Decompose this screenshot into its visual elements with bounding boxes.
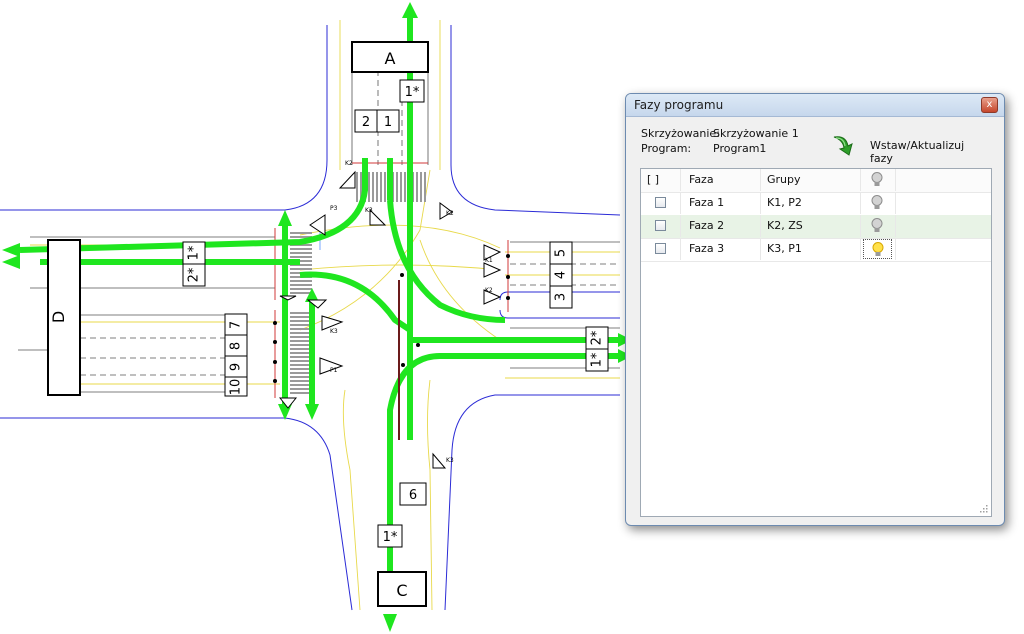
- close-button[interactable]: x: [981, 97, 998, 113]
- signal-codes: K2 P3 K3 K2 K1 K2 K3 P1 K3: [330, 160, 493, 464]
- table-row[interactable]: Faza 3 K3, P1: [641, 238, 991, 262]
- approach-label-north: A: [385, 49, 396, 68]
- phase-name: Faza 1: [681, 192, 761, 214]
- svg-text:P1: P1: [330, 367, 338, 374]
- dialog-title: Fazy programu: [634, 98, 724, 112]
- row-checkbox[interactable]: [655, 220, 666, 231]
- svg-text:1*: 1*: [383, 530, 398, 545]
- table-header: [ ] Faza Grupy: [641, 169, 991, 193]
- approach-box-d: D: [47, 239, 81, 396]
- phase-groups: K1, P2: [761, 192, 861, 214]
- intersection-label: Skrzyżowanie:: [641, 127, 720, 140]
- svg-text:6: 6: [409, 488, 417, 503]
- dialog-titlebar[interactable]: Fazy programu x: [626, 94, 1004, 117]
- phase-name: Faza 3: [681, 238, 761, 260]
- svg-text:K3: K3: [446, 457, 454, 464]
- signal-group-labels: 2 1 1* 5 4 3 2* 1* 1* 2* 7 8 9 10 6 1*: [187, 85, 605, 545]
- column-header-groups[interactable]: Grupy: [761, 169, 861, 191]
- stop-markers: [273, 254, 510, 383]
- table-row[interactable]: Faza 2 K2, ZS: [641, 215, 991, 239]
- approach-box-a: A: [351, 41, 429, 73]
- svg-text:2: 2: [362, 115, 370, 130]
- program-label: Program:: [641, 142, 692, 155]
- row-checkbox[interactable]: [655, 197, 666, 208]
- table-row[interactable]: Faza 1 K1, P2: [641, 192, 991, 216]
- svg-text:K2: K2: [345, 160, 353, 167]
- svg-text:K2: K2: [446, 210, 454, 217]
- svg-text:8: 8: [229, 342, 244, 350]
- svg-text:9: 9: [229, 363, 244, 371]
- green-arrow-icon: [833, 136, 853, 156]
- approach-label-south: C: [396, 581, 407, 600]
- approach-box-c: C: [377, 571, 427, 607]
- svg-text:2*: 2*: [187, 267, 202, 282]
- resize-grip-icon[interactable]: [978, 503, 988, 513]
- svg-text:5: 5: [554, 249, 569, 257]
- insert-update-phases-button[interactable]: Wstaw/Aktualizuj fazy: [828, 131, 988, 165]
- svg-text:K2: K2: [485, 287, 493, 294]
- column-header-phase[interactable]: Faza: [681, 169, 761, 191]
- svg-text:10: 10: [229, 379, 244, 396]
- bulb-off-icon: [871, 172, 883, 186]
- phase-name: Faza 2: [681, 215, 761, 237]
- svg-text:2*: 2*: [590, 330, 605, 345]
- svg-text:K3: K3: [365, 207, 373, 214]
- bulb-off-icon[interactable]: [870, 194, 884, 212]
- active-bulb-cell[interactable]: [863, 239, 892, 259]
- curb-lines: [0, 25, 621, 611]
- bulb-on-icon: [872, 242, 884, 256]
- phase-groups: K3, P1: [761, 238, 861, 260]
- row-checkbox[interactable]: [655, 243, 666, 254]
- svg-text:1*: 1*: [405, 85, 420, 100]
- intersection-value: Skrzyżowanie 1: [713, 127, 799, 140]
- column-header-bulb[interactable]: [861, 169, 896, 191]
- svg-text:7: 7: [229, 321, 244, 329]
- column-header-check[interactable]: [ ]: [641, 169, 681, 191]
- phases-table: [ ] Faza Grupy Faza 1 K1, P2 Faza 2 K2, …: [640, 168, 992, 517]
- svg-text:1*: 1*: [590, 352, 605, 367]
- svg-text:K1: K1: [485, 257, 493, 264]
- svg-text:4: 4: [554, 271, 569, 279]
- svg-text:1: 1: [384, 115, 392, 130]
- phase-flow-arrowheads: [2, 2, 632, 632]
- signal-group-boxes: [182, 79, 609, 548]
- svg-text:P3: P3: [330, 205, 338, 212]
- svg-text:3: 3: [554, 293, 569, 301]
- close-icon: x: [986, 99, 993, 110]
- phase-groups: K2, ZS: [761, 215, 861, 237]
- insert-update-phases-label: Wstaw/Aktualizuj fazy: [870, 139, 965, 165]
- signal-heads: [278, 170, 502, 469]
- svg-text:1*: 1*: [187, 245, 202, 260]
- svg-text:K3: K3: [330, 328, 338, 335]
- program-value: Program1: [713, 142, 767, 155]
- bulb-off-icon[interactable]: [870, 217, 884, 235]
- approach-label-west: D: [49, 311, 68, 323]
- phase-flow-arrows: [19, 10, 620, 600]
